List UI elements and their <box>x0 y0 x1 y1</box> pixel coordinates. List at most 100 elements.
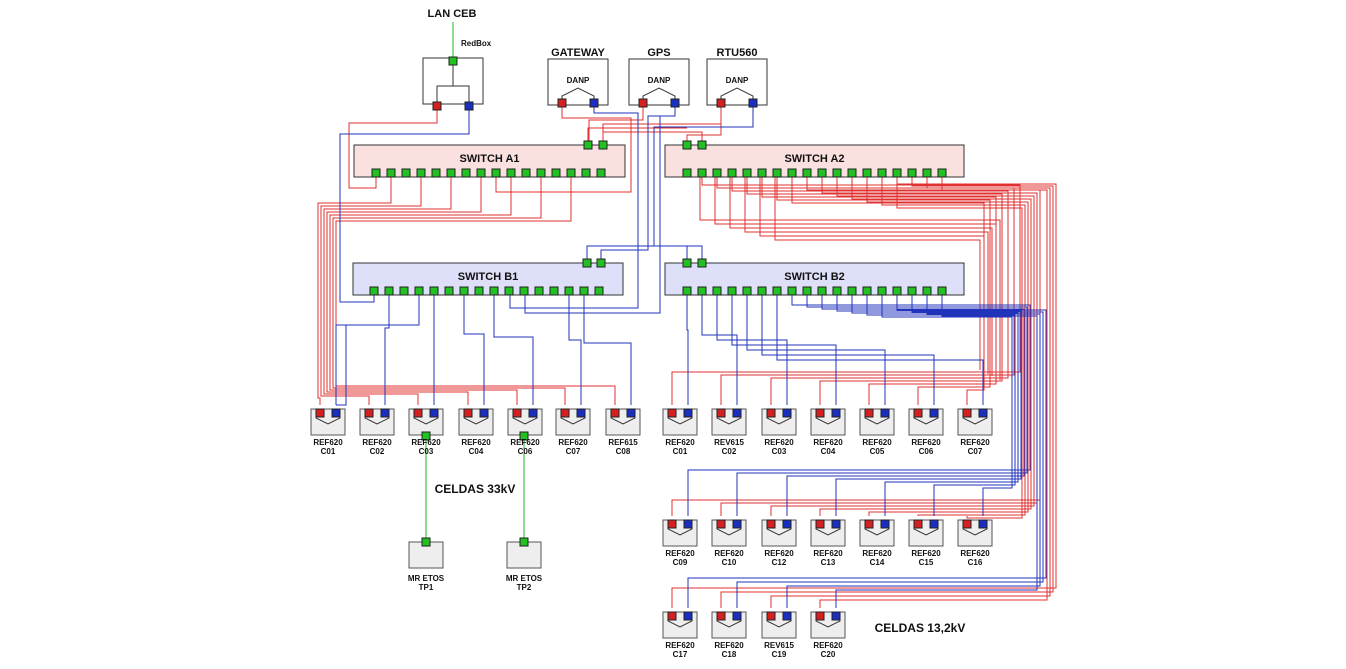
red-wire <box>819 177 1048 608</box>
transformer-cell-label: TP1 <box>419 583 434 592</box>
transformer-cell-label: TP2 <box>517 583 532 592</box>
red-wire <box>602 131 703 141</box>
relay-red-port <box>815 519 825 529</box>
relay-red-port <box>667 611 677 621</box>
relay-red-port <box>864 519 874 529</box>
relay-cell-label: C14 <box>870 558 885 567</box>
relay-cell-label: C19 <box>772 650 787 659</box>
blue-wire <box>835 295 1022 516</box>
relay-cell-label: C03 <box>772 447 787 456</box>
relay-model-label: REF620 <box>714 641 744 650</box>
relay-cell-label: C09 <box>673 558 688 567</box>
switch-b1-port <box>489 286 499 296</box>
switch-b1-port <box>384 286 394 296</box>
danp-internal-line <box>561 87 595 103</box>
switch-a2-uplink-port <box>682 140 692 150</box>
relay-blue-port <box>732 519 742 529</box>
relay-red-port <box>463 408 473 418</box>
red-wire <box>320 177 422 405</box>
blue-wire <box>493 295 534 405</box>
danp-device-label: GPS <box>647 47 670 59</box>
switch-b1-port <box>444 286 454 296</box>
relay-blue-port <box>576 408 586 418</box>
relay-red-port <box>766 611 776 621</box>
relay-cell-label: C07 <box>968 447 983 456</box>
relay-red-port <box>610 408 620 418</box>
relay-cell-label: C02 <box>722 447 737 456</box>
relay-model-label: REF620 <box>862 549 892 558</box>
switch-b2-port <box>697 286 707 296</box>
switch-a2-port <box>937 168 947 178</box>
relay-model-label: REF620 <box>960 549 990 558</box>
relay-red-port <box>766 519 776 529</box>
redbox-label: RedBox <box>461 39 492 48</box>
switch-a2-port <box>787 168 797 178</box>
relay-blue-port <box>528 408 538 418</box>
relay-red-port <box>315 408 325 418</box>
switch-b2-port <box>772 286 782 296</box>
relay-blue-port <box>782 408 792 418</box>
relay-model-label: REF620 <box>665 641 695 650</box>
red-wire <box>776 177 991 405</box>
relay-cell-label: C08 <box>616 447 631 456</box>
relay-cell-label: C01 <box>321 447 336 456</box>
celdas-13kv-label: CELDAS 13,2kV <box>875 621 966 635</box>
switch-b2-port <box>832 286 842 296</box>
blue-network-wires <box>335 107 1047 608</box>
danp-device-box <box>706 58 768 106</box>
relay-blue-port <box>782 611 792 621</box>
relay-red-port <box>815 408 825 418</box>
red-wire <box>759 177 985 372</box>
relay-model-label: REF620 <box>911 438 941 447</box>
switch-a2-port <box>757 168 767 178</box>
danp-blue-port <box>589 98 599 108</box>
switch-b2-port <box>682 286 692 296</box>
switch-a2-port <box>727 168 737 178</box>
blue-wire <box>336 295 390 406</box>
switch-b1-uplink-port <box>582 258 592 268</box>
relay-blue-port <box>683 519 693 529</box>
relay-model-label: REF620 <box>813 641 843 650</box>
switch-a1-uplink-port <box>583 140 593 150</box>
switch-a2-port <box>922 168 932 178</box>
relay-cell-label: C20 <box>821 650 836 659</box>
switch-a2-port <box>892 168 902 178</box>
relay-red-port <box>962 519 972 529</box>
lan-ceb-label: LAN CEB <box>428 8 477 20</box>
transformer-port <box>421 537 431 547</box>
switch-b2-port <box>787 286 797 296</box>
relay-cell-label: C01 <box>673 447 688 456</box>
switch-a1-uplink-port <box>598 140 608 150</box>
switch-a2-port <box>877 168 887 178</box>
danp-red-port <box>716 98 726 108</box>
relay-blue-port <box>331 408 341 418</box>
switch-b2-port <box>907 286 917 296</box>
blue-wire <box>687 295 1031 516</box>
blue-wire <box>716 295 788 405</box>
blue-wire <box>731 295 837 405</box>
red-wire <box>716 177 1015 405</box>
red-wire <box>671 177 1057 608</box>
switch-a1-port <box>581 168 591 178</box>
switch-a1-port <box>446 168 456 178</box>
relay-c06-green-port <box>519 431 529 441</box>
blue-wire <box>686 295 689 405</box>
relay-blue-port <box>626 408 636 418</box>
switch-a2-port <box>832 168 842 178</box>
relay-blue-port <box>880 408 890 418</box>
switch-a1-port <box>401 168 411 178</box>
blue-wire <box>736 295 1028 516</box>
switch-a2-port <box>862 168 872 178</box>
switch-b1-label: SWITCH B1 <box>458 271 519 283</box>
blue-wire <box>851 295 1019 516</box>
relay-model-label: REF620 <box>665 549 695 558</box>
switch-a1-port <box>416 168 426 178</box>
relay-red-port <box>364 408 374 418</box>
switch-b1-port <box>579 286 589 296</box>
blue-wire <box>339 110 470 303</box>
relay-red-port <box>667 519 677 529</box>
switch-b1 <box>352 262 624 296</box>
relay-cell-label: C13 <box>821 558 836 567</box>
switch-a1-port <box>566 168 576 178</box>
blue-wire <box>835 295 1038 608</box>
